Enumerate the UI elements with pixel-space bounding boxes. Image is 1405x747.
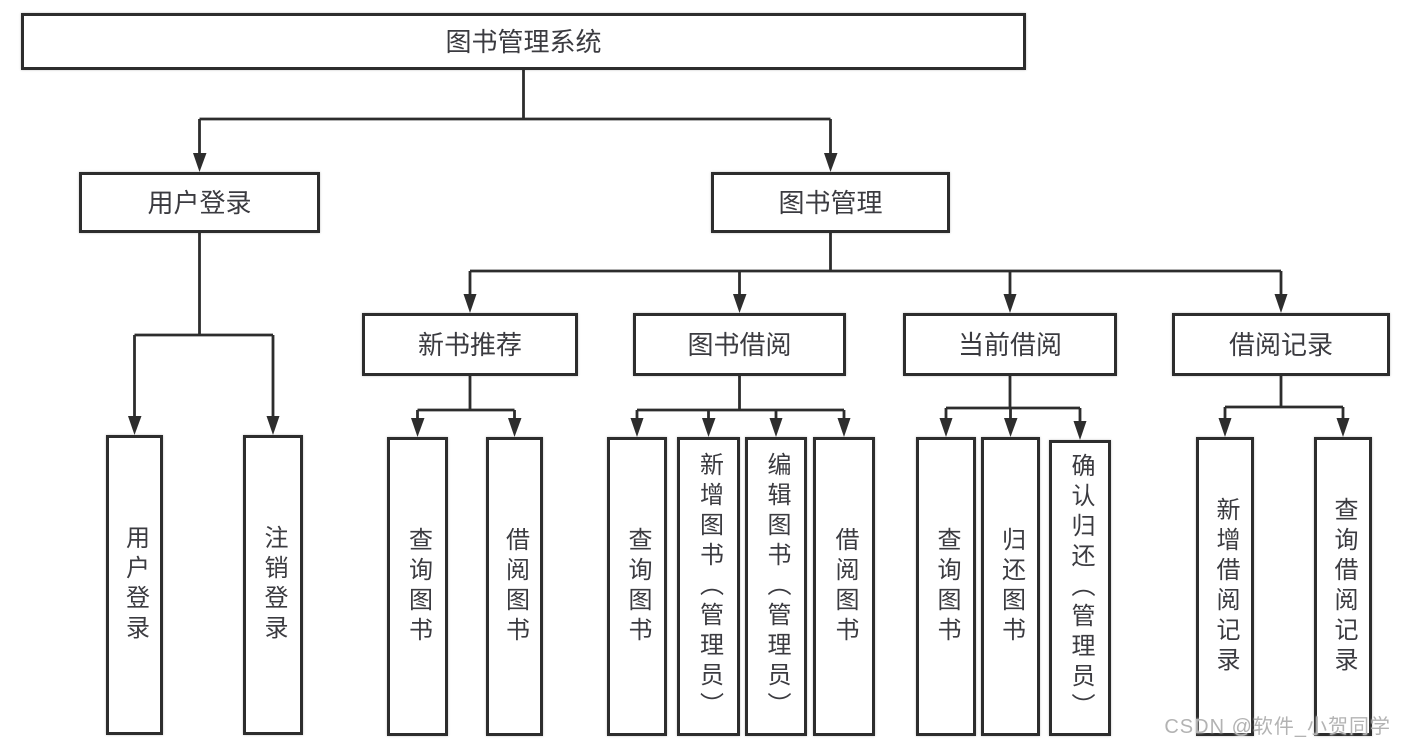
- tree-edges: [133, 70, 1345, 423]
- leaf-user-login: 用户登录: [106, 435, 163, 735]
- node-borrow-records: 借阅记录: [1172, 313, 1390, 376]
- watermark: CSDN @软件_小贺同学: [1164, 716, 1391, 738]
- node-library-system: 图书管理系统: [21, 13, 1026, 70]
- leaf-add-borrow-record: 新增借阅记录: [1196, 437, 1254, 736]
- leaf-borrow-books: 借阅图书: [813, 437, 875, 736]
- node-book-management: 图书管理: [711, 172, 950, 233]
- leaf-query-books-borrowing: 查询图书: [607, 437, 667, 736]
- leaf-query-books-current: 查询图书: [916, 437, 976, 736]
- leaf-logout: 注销登录: [243, 435, 303, 735]
- node-new-book-recommend: 新书推荐: [362, 313, 578, 376]
- leaf-add-books-admin: 新增图书（管理员）: [677, 437, 740, 736]
- arrow-down-icons: [128, 153, 1350, 440]
- node-book-borrowing: 图书借阅: [633, 313, 846, 376]
- node-current-borrowing: 当前借阅: [903, 313, 1117, 376]
- leaf-edit-books-admin: 编辑图书（管理员）: [745, 437, 807, 736]
- leaf-query-borrow-record: 查询借阅记录: [1314, 437, 1372, 736]
- leaf-return-books: 归还图书: [981, 437, 1040, 736]
- leaf-confirm-return-admin: 确认归还（管理员）: [1049, 440, 1111, 736]
- leaf-query-books-recommend: 查询图书: [387, 437, 448, 736]
- node-user-login: 用户登录: [79, 172, 320, 233]
- leaf-borrow-books-recommend: 借阅图书: [486, 437, 543, 736]
